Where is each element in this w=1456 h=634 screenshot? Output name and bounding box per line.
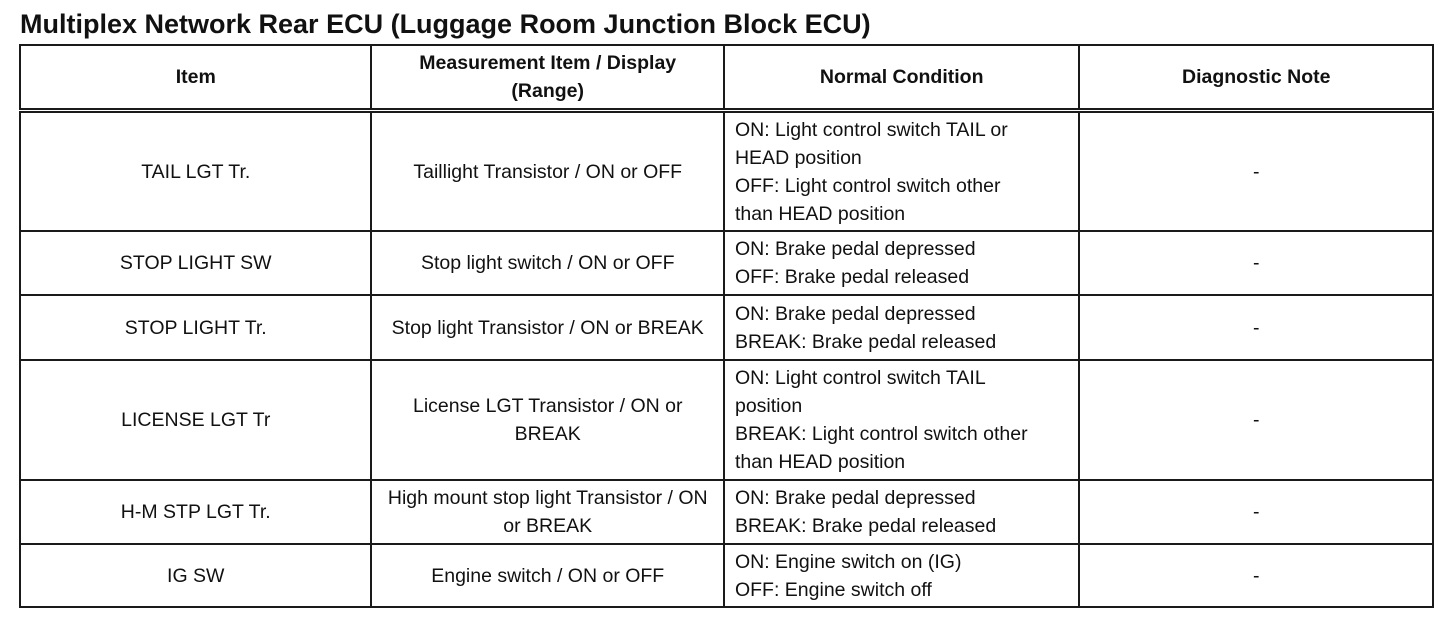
measurement-cell: Stop light switch / ON or OFF [370,230,725,296]
note-cell: - [1078,479,1434,545]
condition-line: ON: Light control switch TAIL or [734,118,1008,141]
table-row: TAIL LGT Tr. Taillight Transistor / ON o… [18,109,1434,232]
table-row: LICENSE LGT Tr License LGT Transistor / … [18,359,1434,481]
condition-line: position [734,395,803,417]
condition-line: OFF: Engine switch off [734,578,932,601]
note-cell: - [1078,230,1434,296]
table-row: STOP LIGHT SW Stop light switch / ON or … [18,230,1434,296]
measurement-cell: Stop light Transistor / ON or BREAK [370,294,725,361]
item-cell: LICENSE LGT Tr [18,359,373,481]
header-measurement: Measurement Item / Display (Range) [370,44,725,113]
note-cell: - [1078,359,1434,481]
table-row: STOP LIGHT Tr. Stop light Transistor / O… [18,294,1434,361]
header-item: Item [18,44,373,113]
condition-line: than HEAD position [734,451,906,473]
measurement-cell: Engine switch / ON or OFF [370,543,725,608]
condition-line: ON: Engine switch on (IG) [734,550,962,573]
condition-line: ON: Brake pedal depressed [734,238,976,260]
header-normal-condition: Normal Condition [722,44,1081,113]
condition-line: OFF: Light control switch other [734,174,1001,197]
condition-cell: ON: Brake pedal depressed BREAK: Brake p… [722,294,1081,361]
table-row: H-M STP LGT Tr. High mount stop light Tr… [18,479,1434,545]
condition-line: than HEAD position [734,202,906,225]
item-cell: TAIL LGT Tr. [18,109,373,232]
item-cell: IG SW [18,543,373,608]
condition-line: BREAK: Brake pedal released [734,515,997,537]
condition-line: BREAK: Brake pedal released [734,330,997,353]
condition-cell: ON: Light control switch TAIL or HEAD po… [722,109,1081,232]
table-header-row: Item Measurement Item / Display (Range) … [18,44,1434,113]
header-diagnostic-note: Diagnostic Note [1078,44,1434,113]
condition-line: ON: Light control switch TAIL [734,367,986,389]
measurement-cell: High mount stop light Transistor / ON or… [370,479,725,545]
condition-line: BREAK: Light control switch other [734,423,1028,445]
note-cell: - [1078,543,1434,608]
condition-cell: ON: Brake pedal depressed OFF: Brake ped… [722,230,1081,296]
table-row: IG SW Engine switch / ON or OFF ON: Engi… [18,543,1434,608]
condition-cell: ON: Engine switch on (IG) OFF: Engine sw… [722,543,1081,608]
condition-line: HEAD position [734,146,862,169]
item-cell: STOP LIGHT SW [18,230,373,296]
condition-cell: ON: Light control switch TAIL position B… [722,359,1081,481]
item-cell: STOP LIGHT Tr. [18,294,373,361]
measurement-cell: Taillight Transistor / ON or OFF [370,109,725,232]
item-cell: H-M STP LGT Tr. [18,479,373,545]
condition-line: OFF: Brake pedal released [734,266,970,288]
condition-line: ON: Brake pedal depressed [734,487,976,509]
measurement-cell: License LGT Transistor / ON or BREAK [370,359,725,481]
ecu-data-table: Item Measurement Item / Display (Range) … [18,44,1434,608]
condition-line: ON: Brake pedal depressed [734,302,976,325]
note-cell: - [1078,109,1434,232]
page-title: Multiplex Network Rear ECU (Luggage Room… [20,9,871,39]
note-cell: - [1078,294,1434,361]
condition-cell: ON: Brake pedal depressed BREAK: Brake p… [722,479,1081,545]
